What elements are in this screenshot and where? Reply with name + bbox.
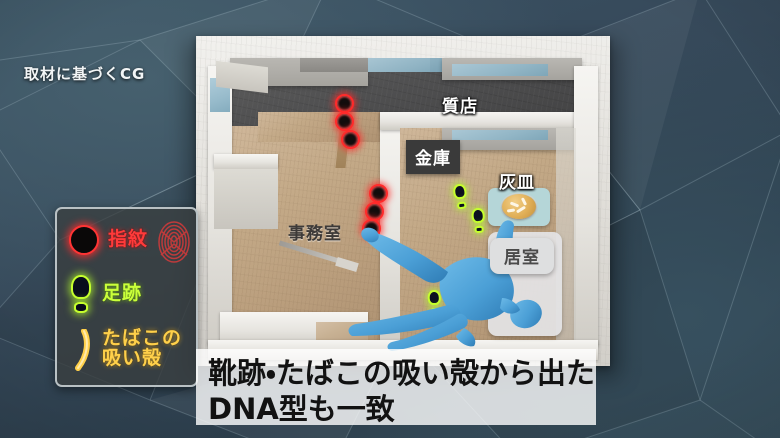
fingerprint-marker: [341, 130, 360, 149]
room-office-floor-ext: [258, 112, 382, 142]
center-wall-horizontal: [380, 112, 596, 130]
caption-banner: 靴跡・たばこの吸い殻から出た DNA型も一致: [196, 349, 596, 426]
label-office: 事務室: [288, 224, 342, 244]
fingerprint-dot-icon: [69, 225, 99, 255]
center-wall-vertical: [380, 112, 400, 350]
label-living-room: 居室: [490, 238, 554, 274]
evidence-legend: 指紋 足跡 たばこの 吸い殻: [55, 207, 198, 387]
label-ashtray: 灰皿: [499, 173, 535, 193]
pawnshop-window-right: [452, 64, 548, 76]
legend-row-fingerprint: 指紋: [69, 225, 148, 255]
office-desk-left-front: [214, 169, 278, 229]
shoe-heel: [73, 302, 89, 313]
caption-line-2: DNA型も一致: [208, 392, 395, 426]
crime-scene-cg: 質店 事務室 金庫 灰皿 居室: [186, 36, 620, 378]
ashtray: [502, 194, 536, 219]
shoe-sole: [71, 275, 91, 299]
legend-label-cigarette: たばこの 吸い殻: [102, 327, 183, 369]
legend-row-footprint: 足跡: [71, 275, 142, 313]
safe-window: [452, 130, 548, 140]
label-safe: 金庫: [406, 140, 460, 174]
footprint-icon: [71, 275, 91, 313]
source-note: 取材に基づくCG: [24, 65, 146, 83]
legend-label-footprint: 足跡: [102, 282, 143, 305]
fingerprint-marker: [335, 112, 354, 131]
pawnshop-window-top: [368, 58, 450, 72]
legend-label-cigarette-line1: たばこの: [102, 327, 183, 349]
floor-texture: [258, 112, 382, 142]
office-desk-left: [214, 154, 278, 169]
legend-label-cigarette-line2: 吸い殻: [102, 346, 163, 369]
victim-body-figure: [348, 220, 542, 351]
right-outer-wall: [574, 66, 598, 346]
caption-line-1: 靴跡・たばこの吸い殻から出た: [208, 356, 595, 390]
label-pawnshop: 質店: [442, 97, 478, 117]
cigarette-butt-icon: [75, 329, 90, 371]
legend-row-cigarette: たばこの 吸い殻: [71, 327, 183, 371]
fingerprint-icon: [158, 221, 190, 263]
legend-label-fingerprint: 指紋: [108, 228, 149, 251]
